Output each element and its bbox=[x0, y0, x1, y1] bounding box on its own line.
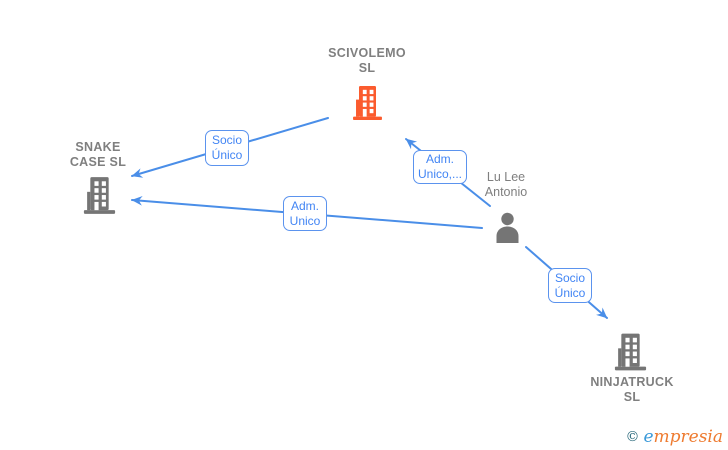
company-name-line: SL bbox=[623, 390, 641, 404]
company-label-ninjatruck[interactable]: NINJATRUCK SL bbox=[574, 375, 690, 405]
person-name-line: Lu Lee bbox=[486, 170, 526, 184]
company-label-snake-case[interactable]: SNAKE CASE SL bbox=[46, 140, 150, 170]
building-icon[interactable] bbox=[83, 177, 116, 219]
company-name-line: SNAKE bbox=[75, 140, 121, 154]
edge-label-line: Unico,... bbox=[417, 167, 462, 181]
person-icon[interactable] bbox=[492, 212, 522, 248]
company-name-line: SCIVOLEMO bbox=[328, 46, 406, 60]
edge-label-line: Adm. bbox=[425, 152, 454, 166]
edge-label-line: Adm. bbox=[290, 198, 319, 213]
edge-label-adm-unico-person-scivolemo: Adm. Unico,... bbox=[413, 150, 467, 184]
edge-label-line: Unico bbox=[289, 213, 321, 228]
edge-label-line: Socio bbox=[554, 270, 586, 285]
person-label-lu-lee-antonio[interactable]: Lu Lee Antonio bbox=[472, 170, 540, 200]
company-name-line: NINJATRUCK bbox=[590, 375, 674, 389]
copyright-icon: © bbox=[625, 429, 640, 445]
empresia-logo[interactable]: © empresia bbox=[625, 428, 723, 446]
edge-label-socio-unico-person-ninjatruck: Socio Único bbox=[548, 268, 592, 303]
building-icon[interactable] bbox=[350, 86, 385, 125]
person-name-line: Antonio bbox=[484, 185, 528, 199]
edge-label-socio-unico-scivolemo-snakecase: Socio Único bbox=[205, 130, 249, 166]
brand-initial: e bbox=[643, 427, 654, 447]
company-name-line: CASE SL bbox=[69, 155, 127, 169]
brand-rest: mpresia bbox=[653, 427, 724, 447]
edge-label-line: Único bbox=[211, 148, 243, 162]
building-icon[interactable] bbox=[614, 332, 647, 377]
edge-label-line: Único bbox=[554, 285, 586, 300]
company-label-scivolemo[interactable]: SCIVOLEMO SL bbox=[307, 46, 427, 76]
brand-wordmark: empresia bbox=[643, 428, 723, 446]
edge-label-line: Socio bbox=[211, 133, 243, 147]
company-name-line: SL bbox=[358, 61, 376, 75]
edge-label-adm-unico-person-snakecase: Adm. Unico bbox=[283, 196, 327, 231]
